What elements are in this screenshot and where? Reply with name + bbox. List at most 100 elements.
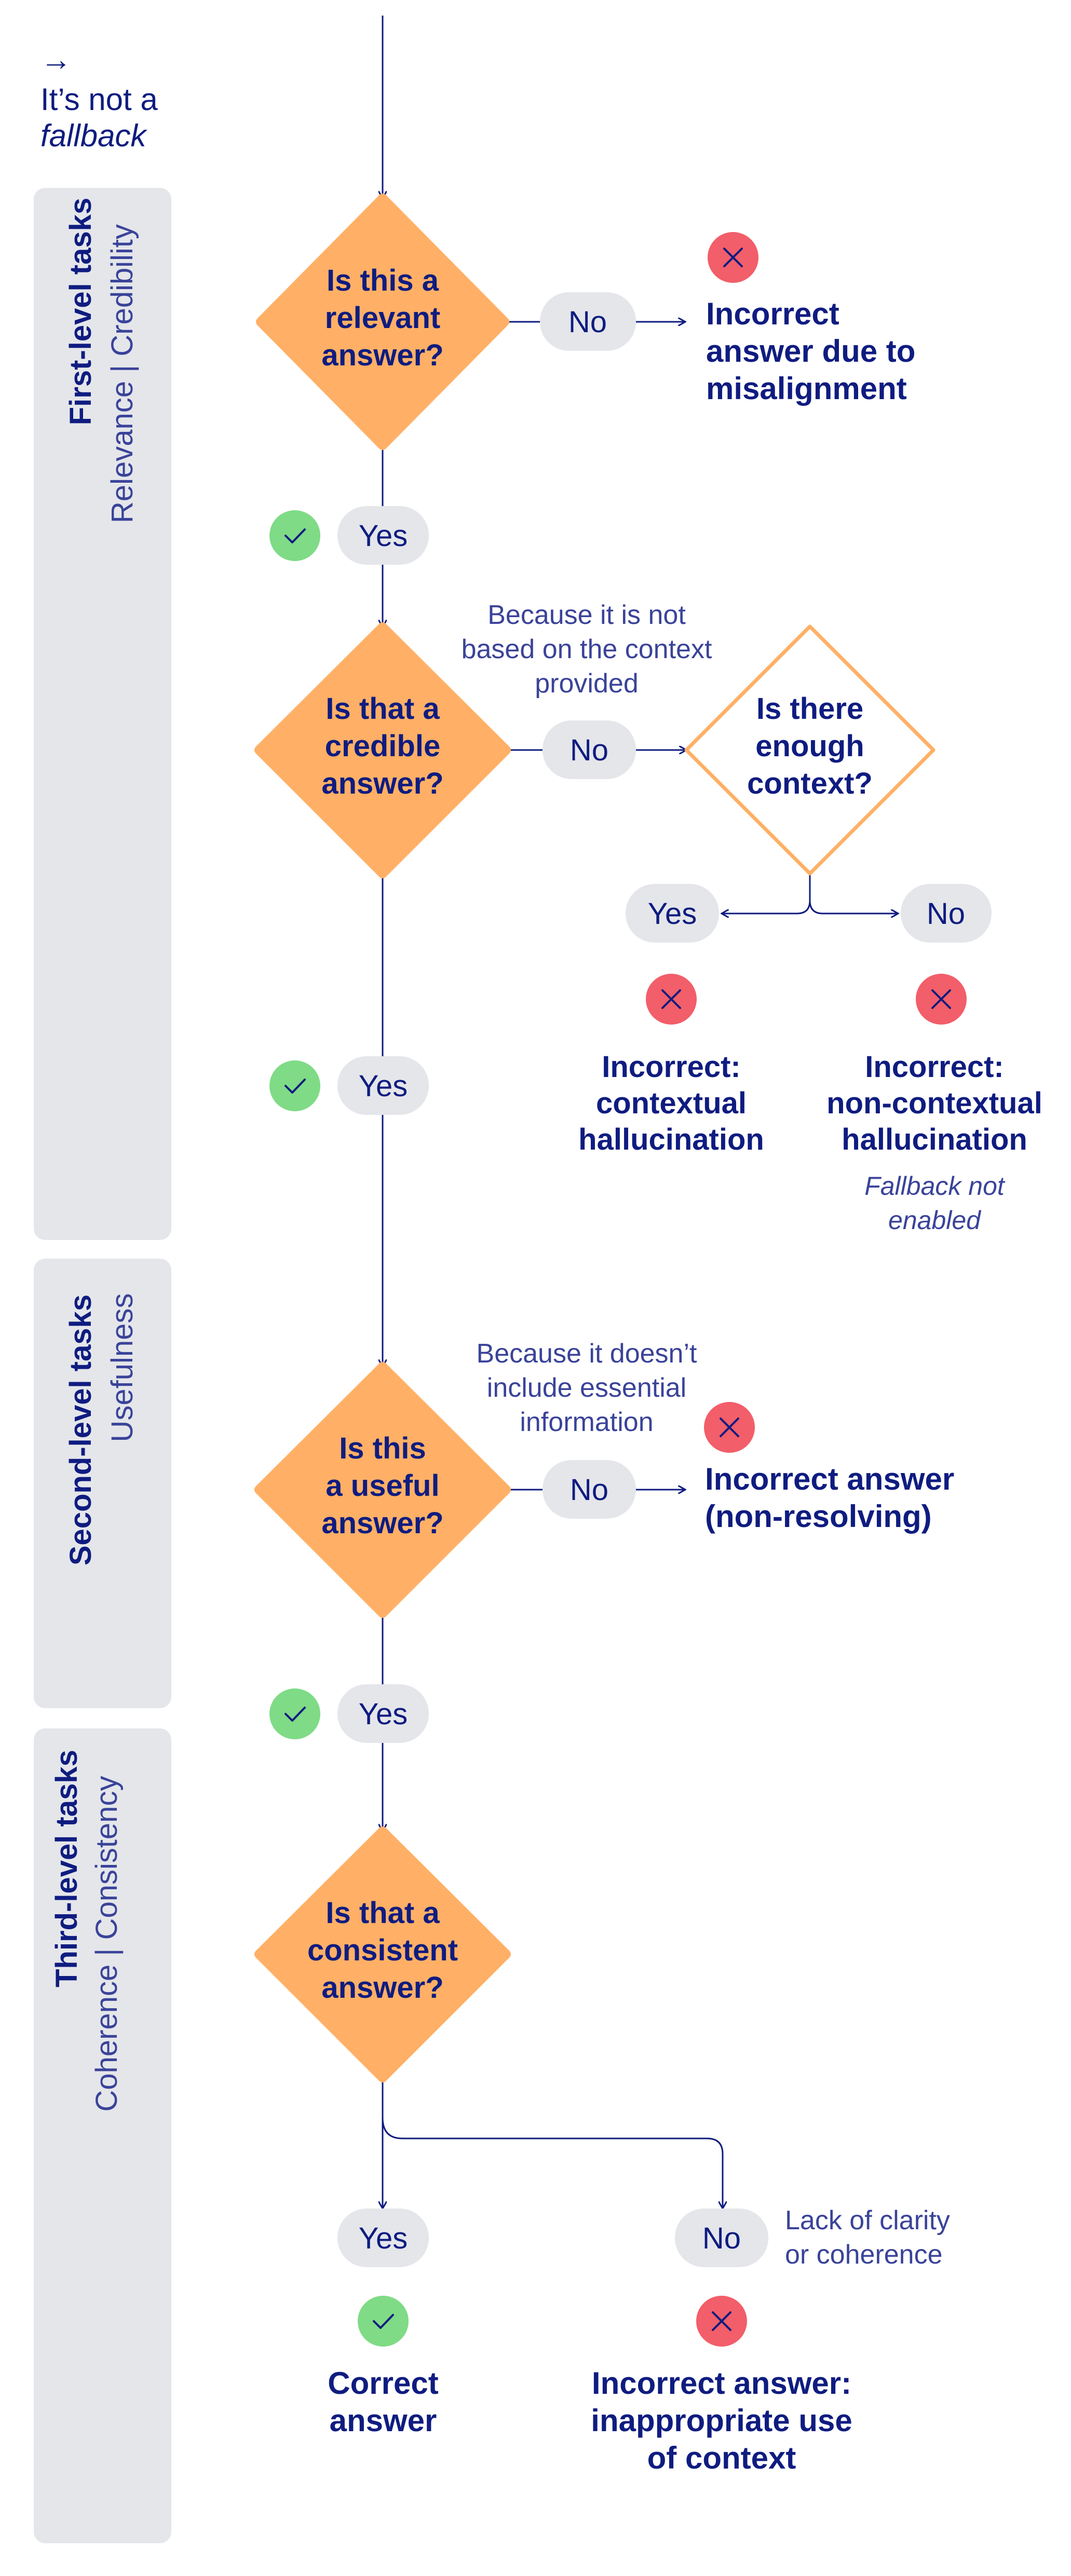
- outcome-correct-line-2: answer: [330, 2403, 437, 2438]
- pill-no-relevant: No: [540, 292, 636, 351]
- decision-context-line-1: Is there: [756, 692, 863, 726]
- pill-yes-credible-bg: [337, 1056, 429, 1115]
- decision-consistent-line-2: consistent: [307, 1933, 458, 1967]
- note-not-based-line-2: based on the context: [462, 634, 712, 664]
- pill-no-consistent-bg: [675, 2209, 768, 2267]
- pill-no-consistent: No: [675, 2209, 768, 2267]
- decision-relevant-line-3: answer?: [321, 338, 443, 372]
- outcome-misalignment-line-3: misalignment: [706, 371, 907, 406]
- decision-credible-line-2: credible: [325, 729, 440, 763]
- pill-yes-context-bg: [626, 884, 719, 943]
- band-second-level-title: Second-level tasks: [64, 1294, 98, 1565]
- outcome-nonresolving: Incorrect answer (non-resolving): [705, 1462, 954, 1534]
- cross-icon: [708, 232, 758, 283]
- pill-yes-context-label: Yes: [648, 897, 697, 931]
- decision-useful-line-1: Is this: [339, 1432, 426, 1465]
- header-line-1: It’s not a: [40, 82, 158, 117]
- check-icon: [269, 510, 320, 561]
- decision-consistent: Is that a consistent answer?: [254, 1827, 511, 2082]
- decision-consistent-diamond: [254, 1827, 511, 2082]
- band-second-level-bg: [34, 1259, 171, 1708]
- note-no-essential-info: Because it doesn’t include essential inf…: [477, 1339, 697, 1437]
- connector-consistent-no: [382, 2117, 723, 2209]
- decision-useful-diamond: [254, 1362, 511, 1618]
- pill-yes-relevant-label: Yes: [359, 519, 408, 553]
- connector-context-yes: [722, 900, 811, 914]
- outcome-correct: Correct answer: [328, 2366, 438, 2438]
- pill-yes-consistent-bg: [337, 2209, 429, 2267]
- outcome-nonresolving-line-1: Incorrect answer: [705, 1462, 954, 1496]
- decision-useful-line-3: answer?: [321, 1506, 443, 1540]
- pill-no-useful-label: No: [570, 1473, 608, 1507]
- pill-no-credible-bg: [543, 720, 636, 779]
- pill-yes-credible-label: Yes: [359, 1069, 408, 1103]
- outcome-noncontextual-line-1: Incorrect:: [865, 1050, 1004, 1084]
- cross-icon: [696, 2296, 747, 2347]
- decision-context-diamond: [684, 624, 936, 876]
- outcome-misalignment: Incorrect answer due to misalignment: [706, 296, 915, 406]
- band-first-level-subtitle: Relevance | Credibility: [105, 224, 139, 523]
- note-no-essential-line-3: information: [520, 1407, 653, 1437]
- note-no-essential-line-2: include essential: [487, 1373, 686, 1403]
- pill-no-relevant-label: No: [568, 305, 607, 339]
- decision-relevant-line-2: relevant: [325, 301, 440, 335]
- header-arrow: →: [40, 42, 72, 77]
- note-lack-of-clarity: Lack of clarity or coherence: [785, 2205, 950, 2270]
- decision-relevant: Is this a relevant answer?: [256, 194, 509, 450]
- outcome-inappropriate-line-1: Incorrect answer:: [592, 2366, 851, 2401]
- decision-context: Is there enough context?: [684, 624, 936, 876]
- cross-icon: [704, 1402, 755, 1453]
- note-lack-clarity-line-1: Lack of clarity: [785, 2205, 950, 2236]
- outcome-noncontextual-hallucination: Incorrect: non-contextual hallucination: [826, 1050, 1042, 1156]
- header: → It’s not a fallback: [40, 42, 158, 153]
- pill-no-context-label: No: [927, 897, 965, 931]
- pill-no-credible-label: No: [570, 733, 608, 767]
- connector-context-no: [809, 900, 898, 914]
- band-third-level: Third-level tasks Coherence | Consistenc…: [34, 1728, 171, 2543]
- note-lack-clarity-line-2: or coherence: [785, 2240, 943, 2270]
- decision-credible-line-1: Is that a: [326, 692, 440, 726]
- outcome-contextual-hallucination: Incorrect: contextual hallucination: [578, 1050, 764, 1156]
- note-fallback-line-1: Fallback not: [864, 1171, 1006, 1201]
- outcome-correct-line-1: Correct: [328, 2366, 438, 2401]
- check-icon: [358, 2296, 409, 2347]
- pill-no-context: No: [901, 884, 992, 943]
- band-first-level-bg: [34, 188, 171, 1240]
- band-third-level-subtitle: Coherence | Consistency: [90, 1776, 124, 2112]
- band-first-level: First-level tasks Relevance | Credibilit…: [34, 188, 171, 1240]
- outcome-noncontextual-line-3: hallucination: [842, 1123, 1027, 1156]
- pill-no-credible: No: [543, 720, 636, 779]
- outcome-inappropriate-line-2: inappropriate use: [591, 2403, 852, 2438]
- note-fallback-not-enabled: Fallback not enabled: [864, 1171, 1006, 1235]
- cross-icon: [646, 974, 697, 1025]
- band-first-level-title: First-level tasks: [64, 198, 98, 425]
- note-not-based-line-1: Because it is not: [487, 600, 686, 630]
- decision-relevant-diamond: [256, 194, 509, 450]
- band-third-level-bg: [34, 1728, 171, 2543]
- decision-context-line-2: enough: [755, 729, 864, 763]
- outcome-misalignment-line-1: Incorrect: [706, 296, 839, 331]
- pill-yes-consistent: Yes: [337, 2209, 429, 2267]
- pill-yes-useful-bg: [337, 1684, 429, 1743]
- outcome-inappropriate-line-3: of context: [647, 2441, 796, 2475]
- note-no-essential-line-1: Because it doesn’t: [477, 1339, 697, 1369]
- decision-context-line-3: context?: [747, 767, 873, 800]
- pill-no-context-bg: [901, 884, 992, 943]
- cross-icon: [916, 974, 967, 1025]
- pill-yes-useful: Yes: [337, 1684, 429, 1743]
- decision-relevant-line-1: Is this a: [327, 264, 439, 297]
- note-not-based-line-3: provided: [535, 669, 638, 699]
- outcome-nonresolving-line-2: (non-resolving): [705, 1499, 932, 1534]
- outcome-contextual-line-1: Incorrect:: [602, 1050, 741, 1084]
- pill-no-relevant-bg: [540, 292, 636, 351]
- decision-useful: Is this a useful answer?: [254, 1362, 511, 1618]
- pill-yes-relevant-bg: [337, 506, 429, 565]
- outcome-noncontextual-line-2: non-contextual: [826, 1086, 1042, 1120]
- pill-yes-consistent-label: Yes: [359, 2221, 408, 2255]
- pill-yes-useful-label: Yes: [359, 1697, 408, 1731]
- decision-credible-line-3: answer?: [321, 767, 443, 800]
- band-second-level-subtitle: Usefulness: [105, 1293, 139, 1442]
- decision-consistent-line-1: Is that a: [326, 1896, 440, 1930]
- note-not-based-on-context: Because it is not based on the context p…: [462, 600, 712, 699]
